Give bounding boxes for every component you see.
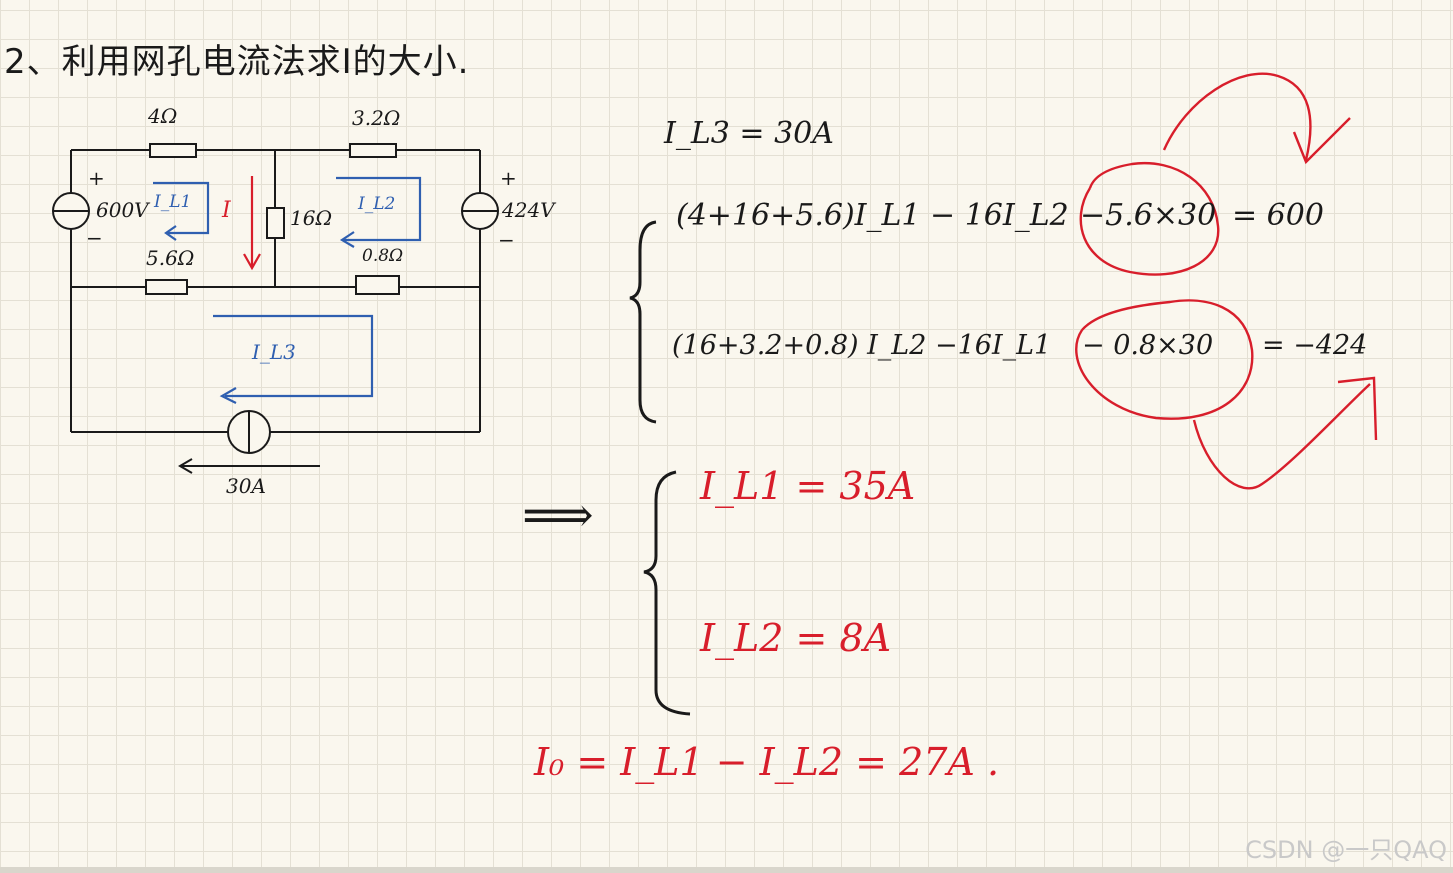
- mesh-loop-2: [336, 176, 422, 242]
- label-minus-right: −: [498, 228, 515, 252]
- move-arrow-up: [1162, 72, 1312, 161]
- implies-arrow: ⟹: [522, 486, 594, 544]
- label-r-top-right: 3.2Ω: [352, 106, 401, 130]
- label-source-left: 600V: [96, 198, 149, 222]
- equation-1-rhs: = 600: [1232, 198, 1324, 233]
- mesh-loop-1: [153, 181, 210, 235]
- equation-1-circled-term: −5.6×30: [1080, 198, 1217, 233]
- equation-2-rhs: = −424: [1262, 330, 1368, 361]
- label-minus-left: −: [86, 226, 103, 250]
- label-branch-current: I: [222, 198, 231, 223]
- bottom-divider: [0, 867, 1453, 873]
- label-loop-1: I_L1: [154, 192, 192, 212]
- move-arrow-down: [1192, 383, 1371, 490]
- given-mesh-current: I_L3 = 30A: [664, 116, 834, 151]
- equation-1-main: (4+16+5.6)I_L1 − 16I_L2: [676, 198, 1069, 233]
- resistor-mid-right: [355, 275, 400, 295]
- label-plus-right: +: [500, 166, 517, 190]
- equation-2-main: (16+3.2+0.8) I_L2 −16I_L1: [672, 330, 1052, 361]
- resistor-top-left: [149, 143, 197, 158]
- solution-2: I_L2 = 8A: [700, 616, 892, 660]
- label-r-top-left: 4Ω: [148, 104, 178, 128]
- label-source-right: 424V: [502, 198, 555, 222]
- resistor-center: [266, 207, 285, 239]
- system-brace-1: [629, 220, 657, 424]
- label-r-mid-left: 5.6Ω: [146, 246, 195, 270]
- label-r-center: 16Ω: [290, 206, 333, 230]
- watermark: CSDN @一只QAQ: [1245, 836, 1447, 864]
- problem-title: 2、利用网孔电流法求I的大小.: [4, 42, 470, 82]
- label-loop-2: I_L2: [358, 194, 396, 214]
- circle-eq1-term: [1079, 161, 1220, 276]
- circle-eq2-term: [1075, 299, 1254, 420]
- final-answer: I₀ = I_L1 − I_L2 = 27A .: [534, 740, 1000, 784]
- label-r-mid-right: 0.8Ω: [362, 246, 404, 266]
- system-brace-2: [643, 470, 691, 716]
- resistor-mid-left: [145, 279, 188, 295]
- label-current-source: 30A: [226, 474, 266, 498]
- label-plus-left: +: [88, 166, 105, 190]
- solution-1: I_L1 = 35A: [700, 464, 916, 508]
- label-loop-3: I_L3: [252, 340, 296, 364]
- resistor-top-right: [349, 143, 397, 158]
- mesh-loop-3: [213, 314, 374, 398]
- equation-2-circled-term: − 0.8×30: [1082, 330, 1214, 361]
